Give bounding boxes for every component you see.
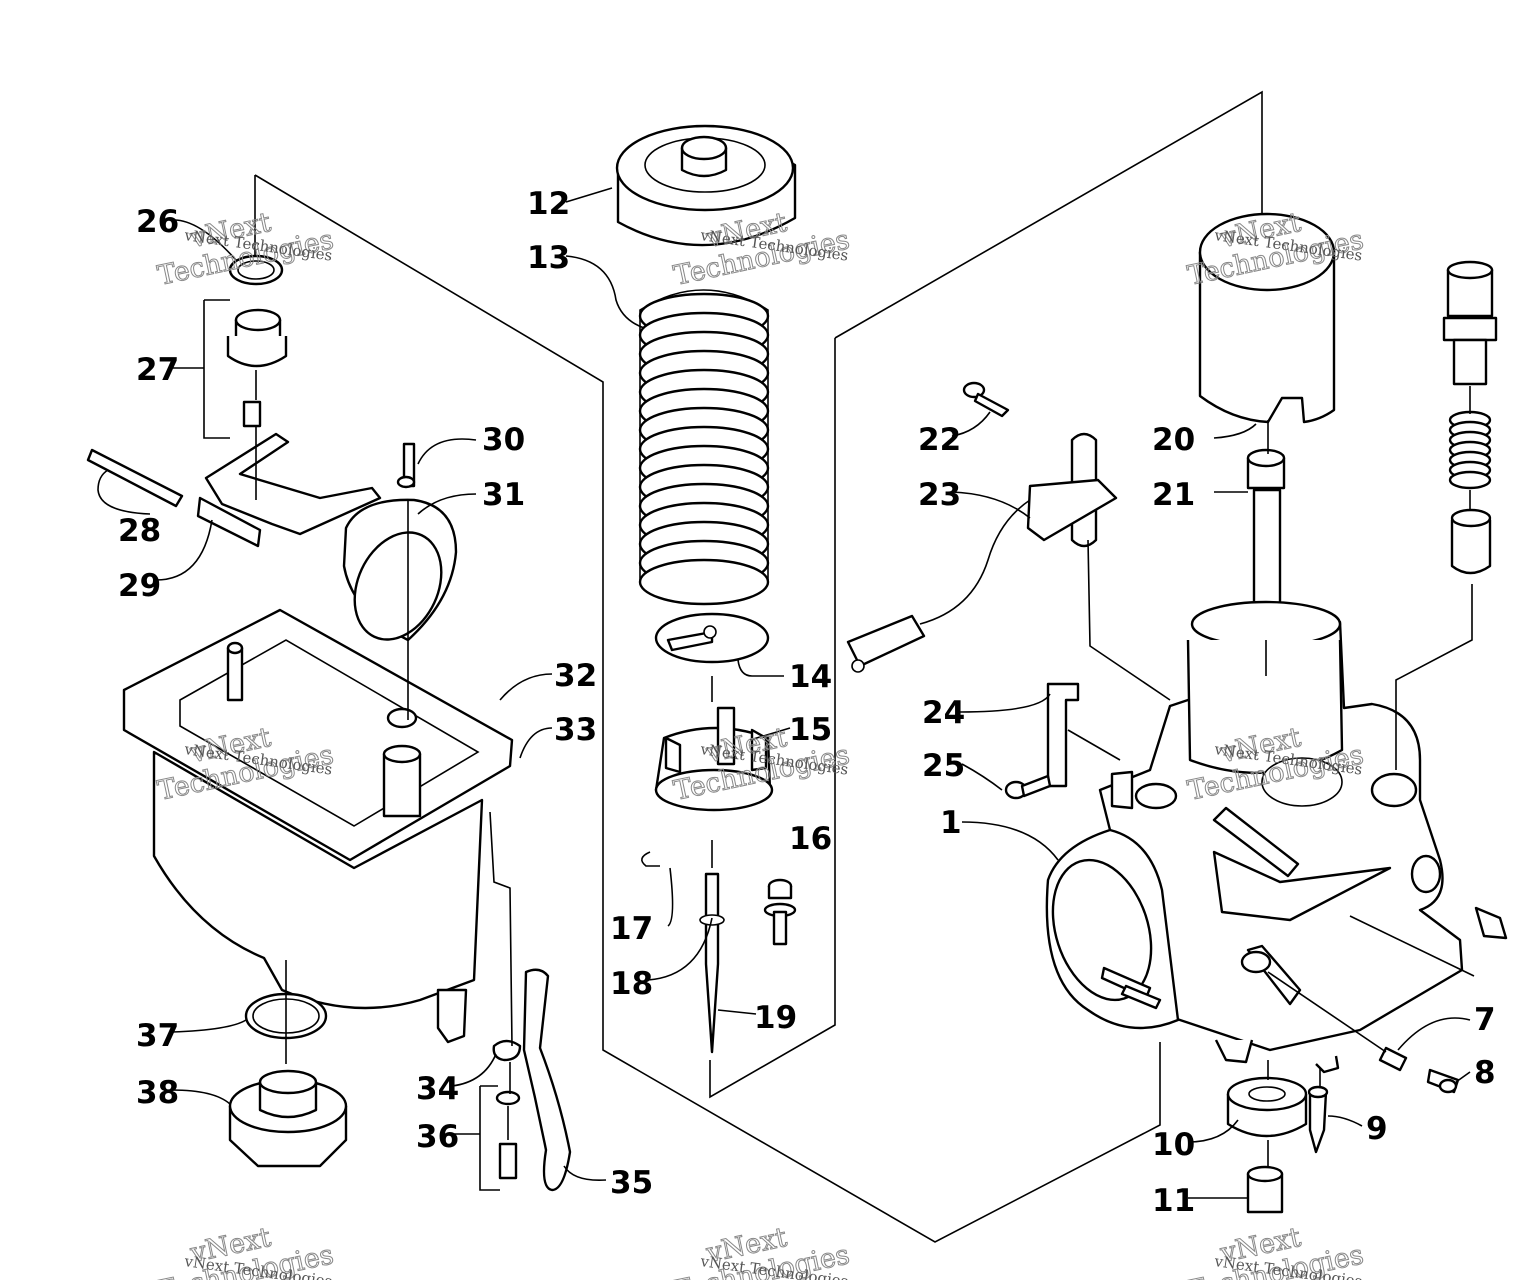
callout-25: 25 [922,748,965,784]
callout-1: 1 [940,805,962,841]
part-13-spring [638,289,770,606]
callout-16: 16 [789,821,832,857]
part-22-screw [962,381,1010,418]
callout-15: 15 [789,712,832,748]
callout-13: 13 [527,240,570,276]
assembly-frames [254,90,1263,1243]
callout-27: 27 [136,352,179,388]
part-1-carburetor-body [1045,600,1464,1074]
callout-10: 10 [1152,1127,1195,1163]
leader-lines [97,187,1475,1199]
callout-12: 12 [527,186,570,222]
part-24-25-bracket [1004,682,1080,800]
callout-29: 29 [118,568,161,604]
callout-26: 26 [136,204,179,240]
callout-34: 34 [416,1071,459,1107]
parts-7-11-jets [1226,1046,1460,1214]
part-14-plate [654,612,770,664]
callout-7: 7 [1474,1002,1496,1038]
callout-23: 23 [918,477,961,513]
callout-37: 37 [136,1018,179,1054]
callout-28: 28 [118,513,161,549]
watermark-7: vNext Technologies [155,1222,337,1280]
right-edge-parts [1442,260,1508,940]
callout-17: 17 [610,911,653,947]
callout-30: 30 [482,422,525,458]
callout-21: 21 [1152,477,1195,513]
callout-14: 14 [789,659,832,695]
callout-32: 32 [554,658,597,694]
callout-11: 11 [1152,1183,1195,1219]
callout-33: 33 [554,712,597,748]
callout-36: 36 [416,1119,459,1155]
part-12-cap [615,124,797,247]
part-23-sensor [846,432,1118,673]
callout-38: 38 [136,1075,179,1111]
callout-9: 9 [1366,1111,1388,1147]
callout-22: 22 [918,422,961,458]
callout-19: 19 [754,1000,797,1036]
part-20-cylinder [1198,212,1336,424]
callout-8: 8 [1474,1055,1496,1091]
callout-labels: 1 7 8 9 10 11 12 13 14 15 16 17 18 19 20… [118,186,1496,1219]
callout-24: 24 [922,695,965,731]
part-15-holder [654,706,774,812]
callout-20: 20 [1152,422,1195,458]
callout-31: 31 [482,477,525,513]
callout-18: 18 [610,966,653,1002]
part-16-screw [763,878,797,946]
callout-35: 35 [610,1165,653,1201]
part-17-19-needle [641,851,725,1054]
